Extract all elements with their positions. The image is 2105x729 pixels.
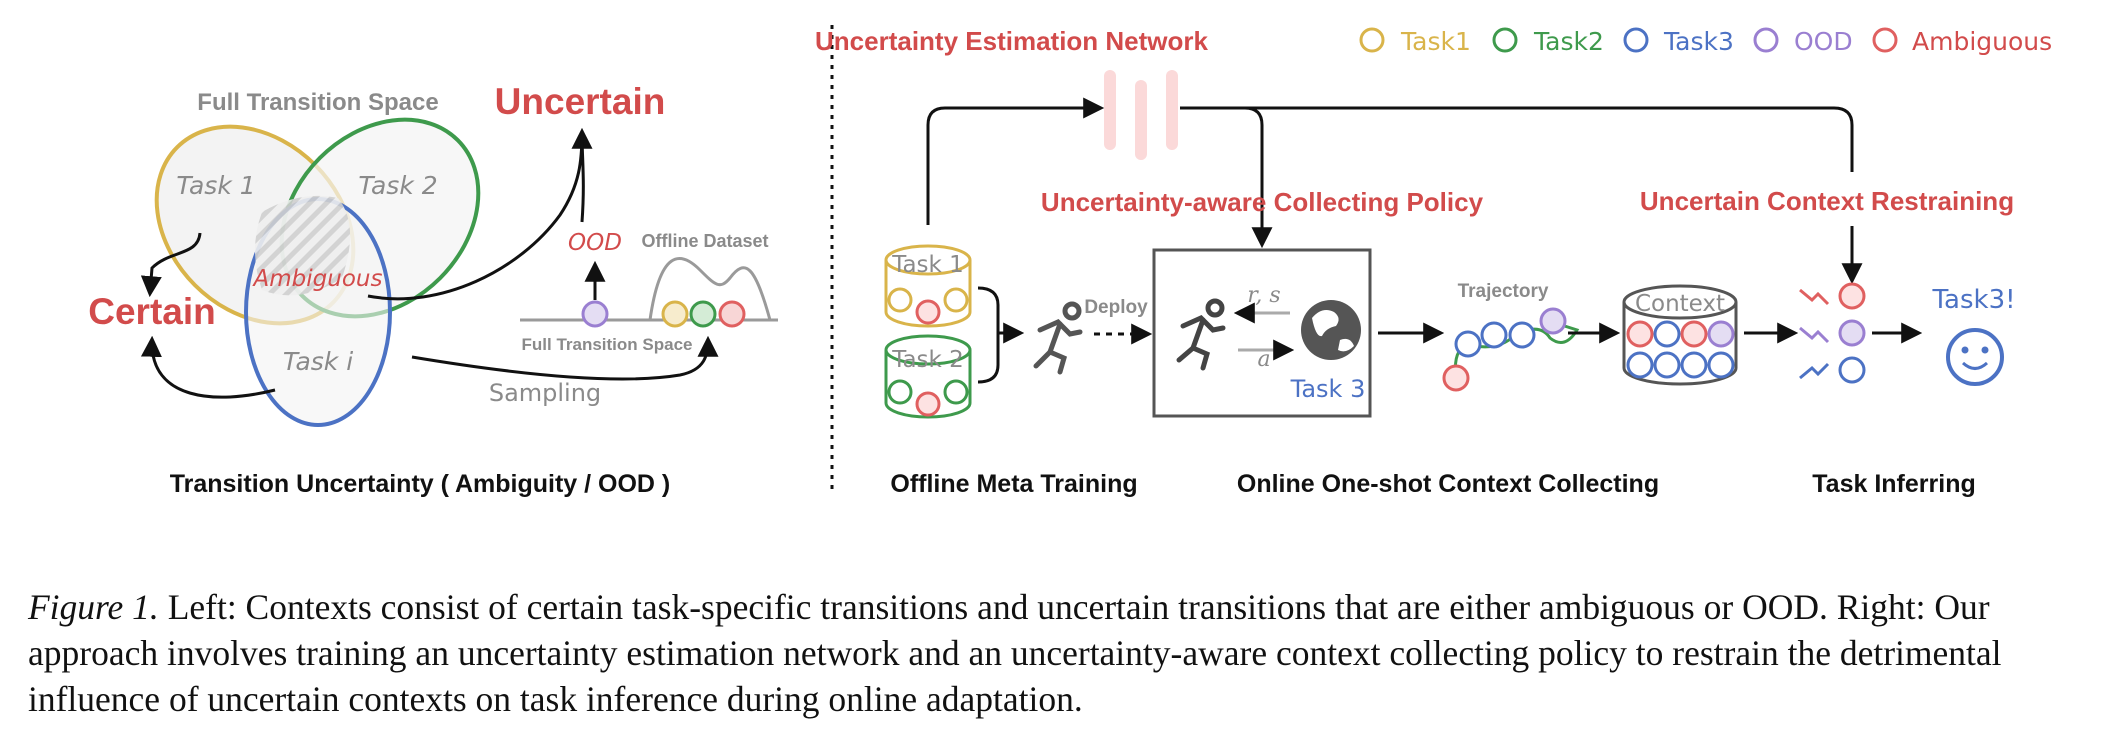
offline-meta-training-title: Offline Meta Training [890,470,1137,498]
sampling-label: Sampling [489,379,601,407]
task2-point [689,300,717,328]
ambiguous-point [718,300,746,328]
ambiguous-label: Ambiguous [252,266,383,292]
agent-runner-icon [1033,301,1083,375]
network-to-restraining-arrow [1245,106,1854,172]
ambiguous-region [255,195,351,296]
collecting-policy-label: Uncertainty-aware Collecting Policy [1041,187,1484,217]
task3-environment-label: Task 3 [1290,375,1366,403]
legend-label-ood: OOD [1794,27,1853,56]
down-trend-icon-red [1799,288,1830,306]
right-panel: Uncertainty Estimation Network Task1 Tas… [815,26,2052,498]
task2-label: Task 2 [358,171,437,200]
legend-marker-task3 [1623,27,1649,53]
restrained-task3-point [1838,356,1866,384]
task-inferring-title: Task Inferring [1812,470,1975,498]
restrained-contexts [1799,282,1866,384]
offline-dataset-label: Offline Dataset [641,231,768,251]
legend-label-task3: Task3 [1663,27,1734,56]
deploy-label: Deploy [1084,297,1148,318]
task1-to-certain-arrow [140,232,202,298]
uncertainty-network-icon [1104,70,1178,160]
trajectory-point-1 [1454,330,1482,358]
task2-database [884,334,972,419]
restrained-ambiguous-point [1838,282,1866,310]
taski-to-certain-arrow [140,335,276,399]
trajectory-point-3 [1508,321,1536,349]
full-transition-space-small-label: Full Transition Space [522,335,693,354]
certain-label: Certain [88,291,215,332]
legend-marker-ood [1753,27,1779,53]
task1-point [661,300,689,328]
legend: Task1 Task2 Task3 OOD Ambiguous [1359,27,2052,56]
context-restraining-label: Uncertain Context Restraining [1640,186,2014,216]
ood-point [581,300,609,328]
legend-label-task1: Task1 [1400,27,1471,56]
restrained-ood-point [1838,319,1866,347]
task1-database-label: Task 1 [891,252,964,278]
state-reward-label: r, s [1247,283,1280,308]
online-context-collecting-title: Online One-shot Context Collecting [1237,470,1659,498]
legend-label-ambiguous: Ambiguous [1912,27,2052,56]
trajectory-label: Trajectory [1458,281,1549,302]
legend-label-task2: Task2 [1533,27,1604,56]
up-trend-icon-blue [1799,362,1830,380]
training-to-network-arrow [926,97,1105,225]
task2-database-label: Task 2 [891,347,964,373]
ood-to-uncertain-arrow [580,131,585,223]
context-label: Context [1635,291,1725,317]
agent-runner-icon-2 [1176,298,1226,371]
action-label: a [1257,347,1270,372]
databases-merge-bracket [977,286,1020,384]
sampling-arrow [411,335,719,381]
context-database [1622,284,1738,386]
left-panel-title: Transition Uncertainty ( Ambiguity / OOD… [170,470,671,498]
globe-icon [1301,300,1361,360]
network-to-policy-arrow [1180,106,1273,249]
ood-label: OOD [568,230,622,256]
figure-caption-text: Left: Contexts consist of certain task-s… [28,587,2002,719]
left-panel: Full Transition Space Task 1 Task 2 Task… [88,81,778,498]
task1-label: Task 1 [176,171,255,200]
down-trend-icon-purple [1799,326,1830,344]
offline-dataset-curve [648,257,772,321]
figure-caption-label: Figure 1. [28,587,159,627]
figure-caption: Figure 1. Left: Contexts consist of cert… [28,584,2078,722]
task1-database [884,244,972,328]
trajectory-point-ood [1539,307,1567,335]
legend-marker-task2 [1492,27,1518,53]
legend-marker-task1 [1359,27,1385,53]
trajectory-point-ambiguous [1442,364,1470,392]
taski-label: Task i [283,347,353,376]
legend-title: Uncertainty Estimation Network [815,26,1209,56]
smiley-icon [1946,328,2004,386]
full-transition-space-label: Full Transition Space [197,89,438,116]
uncertain-label: Uncertain [495,81,666,122]
legend-marker-ambiguous [1872,27,1898,53]
task3-result-label: Task3! [1931,285,2015,315]
ambiguous-to-uncertain-arrow [367,127,593,301]
trajectory-point-2 [1480,321,1508,349]
